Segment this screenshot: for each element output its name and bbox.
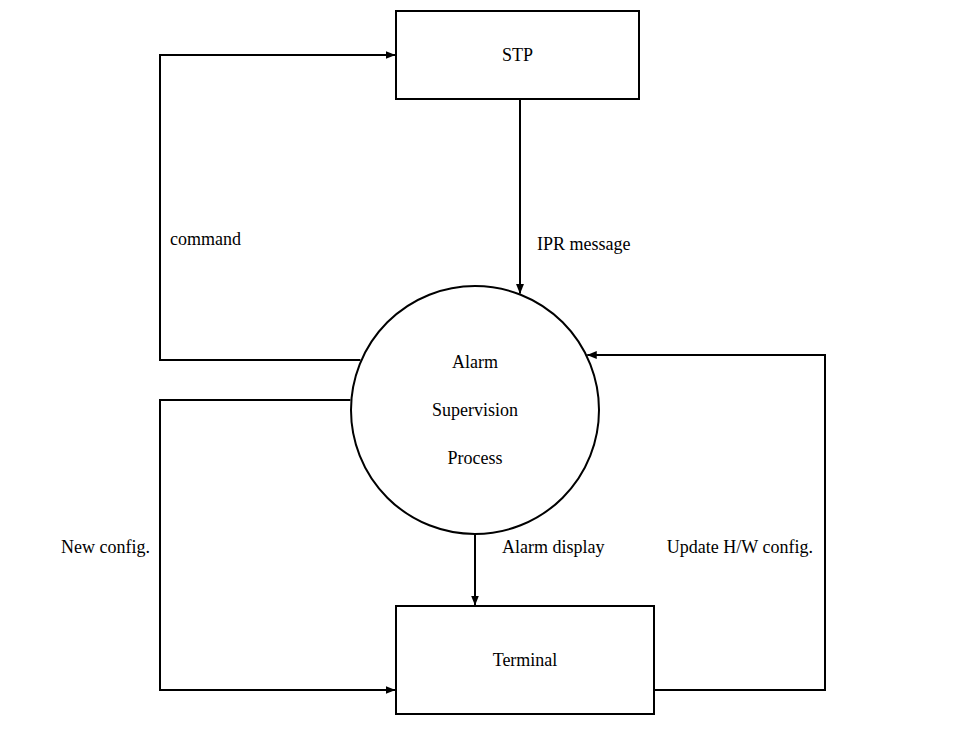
flow-arrow: [474, 535, 476, 605]
node-text: Terminal: [493, 650, 558, 671]
edge-label: IPR message: [535, 233, 633, 255]
edge-label: Update H/W config.: [665, 536, 815, 558]
entity-box: STP: [395, 10, 640, 100]
flow-arrow: [519, 100, 521, 293]
node-text: Alarm Supervision Process: [420, 338, 530, 482]
edge-label: Alarm display: [500, 536, 606, 558]
flow-arrow: [160, 55, 395, 360]
edge-label: command: [168, 228, 243, 250]
entity-box: Terminal: [395, 605, 655, 715]
process-circle: Alarm Supervision Process: [350, 285, 600, 535]
node-text: STP: [502, 45, 533, 66]
edge-label: New config.: [59, 536, 152, 558]
